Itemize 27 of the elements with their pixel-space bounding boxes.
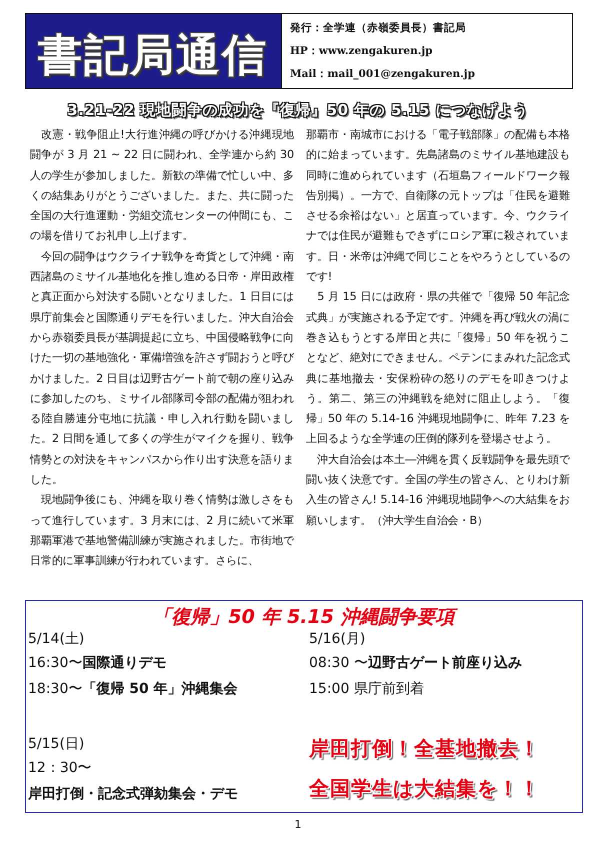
schedule-item: 08:30 〜辺野古ゲート前座り込み [309, 654, 522, 672]
body-paragraph: 那覇市・南城市における「電子戦部隊」の配備も本格的に始まっています。先島諸島のミサイル基地建設も同時に進められています（石垣島フィールドワーク報告別掲）。一方で、自衛隊の元トップは「住民を避難させる余裕はない」と居直っています。今、ウクライナでは住民が避難もできずにロシア軍に殺されています。日・米帝は沖縄で同じことをやろうとしているのです! [306, 127, 570, 286]
schedule-item: 16:30〜国際通りデモ [28, 654, 166, 672]
masthead-banner [25, 13, 282, 89]
body-paragraph: 沖大自治会は本土―沖縄を貫く反戦闘争を最先頭で闘い抜く決意です。全国の学生の皆さん、とりわけ新入生の皆さん! 5.14-16 沖縄現地闘争への大結集をお願いします。（沖大学生自治会・B） [306, 452, 570, 529]
schedule-heading: 「復帰」50 年 5.15 沖縄闘争要項 [26, 604, 581, 630]
schedule-item: 18:30〜「復帰 50 年」沖縄集会 [28, 680, 238, 698]
body-paragraph: 現地闘争後にも、沖縄を取り巻く情勢は激しさをもって進行しています。3 月末には、2 月に続いて米軍那覇軍港で基地警備訓練が実施されました。市街地で日常的に軍事訓練が行われています。さらに、 [30, 492, 294, 570]
info-panel [281, 13, 573, 89]
publisher-line: 発行：全学連（赤嶺委員長）書記局 [290, 21, 466, 35]
schedule-item: 15:00 県庁前到着 [309, 680, 424, 698]
slogan: 全国学生は大結集を！！ [309, 775, 540, 802]
body-paragraph: 5 月 15 日には政府・県の共催で「復帰 50 年記念式典」が実施される予定です。沖縄を再び戦火の渦に巻き込もうとする岸田と共に「復帰」50 年を祝うことなど、絶対にできません。ペテンにまみれた記念式典に基地撤去・安保粉砕の怒りのデモを叩きつけよう。第二、第三の沖縄戦を絶対に阻止しよう。「復帰」50 年の 5.14-16 沖縄現地闘争に、昨年 7.23 を上回るような全学連の圧倒的隊列を登場させよう。 [306, 289, 570, 448]
headline: 3.21-22 現地闘争の成功を『復帰』50 年の 5.15 につなげよう [66, 101, 530, 120]
slogan: 岸田打倒！全基地撤去！ [309, 735, 540, 762]
website-line: HP：www.zengakuren.jp [290, 44, 433, 58]
schedule-item: 12：30〜 [28, 759, 92, 777]
masthead-title: 書記局通信 [37, 29, 269, 83]
body-paragraph: 改憲・戦争阻止!大行進沖縄の呼びかける沖縄現地闘争が 3 月 21 ~ 22 日に闘われ、全学連から約 30 人の学生が参加しました。新歓の準備で忙しい中、多くの結集ありがとうございました。また、共に闘った全国の大行進運動・労組交流センターの仲間にも、この場を借りてお礼申し上げます。 [30, 127, 294, 244]
schedule-item: 岸田打倒・記念式弾劾集会・デモ [28, 785, 238, 803]
page-number: 1 [294, 818, 302, 831]
date-heading: 5/14(土) [28, 630, 84, 648]
body-paragraph: 今回の闘争はウクライナ戦争を奇貨として沖縄・南西諸島のミサイル基地化を推し進める日帝・岸田政権と真正面から対決する闘いとなりました。1 日目には県庁前集会と国際通りデモを行いました。沖大自治会から赤嶺委員長が基調提起に立ち、中国侵略戦争に向けた一切の基地強化・軍備増強を許さず闘おうと呼びかけました。2 日目は辺野古ゲート前で朝の座り込みに参加したのち、ミサイル部隊司令部の配備が狙われる陸自勝連分屯地に抗議・申し入れ行動を闘いました。2 日間を通して多くの学生がマイクを握り、戦争情勢との対決をキャンパスから作り出す決意を語りました。 [30, 248, 294, 488]
schedule-panel [25, 600, 583, 813]
email-line: Mail：mail_001@zengakuren.jp [290, 67, 475, 81]
date-heading: 5/15(日) [28, 735, 84, 753]
date-heading: 5/16(月) [309, 630, 366, 648]
